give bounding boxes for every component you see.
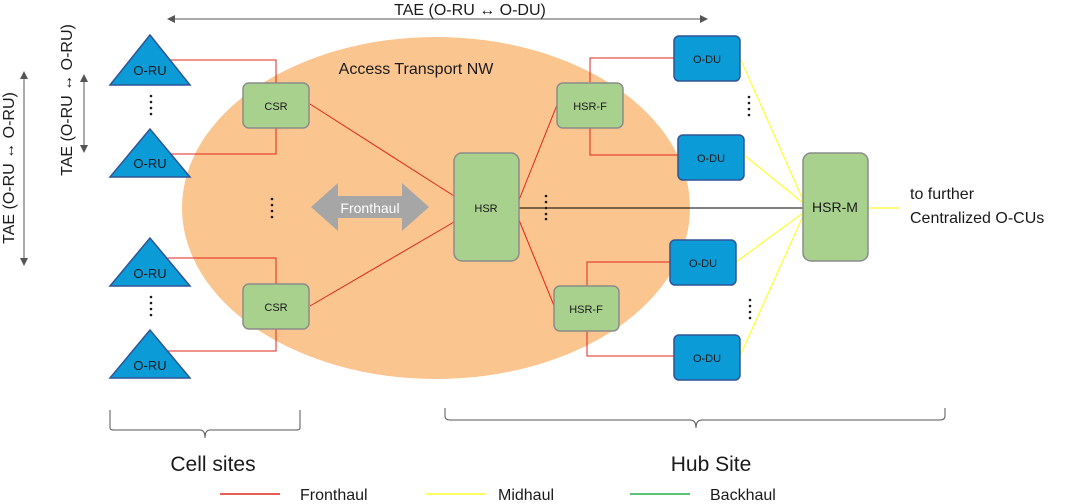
oru-label: O-RU (133, 358, 166, 373)
hsr-f-label: HSR-F (569, 304, 603, 316)
oru-label: O-RU (133, 63, 166, 78)
further-line1: to further (910, 186, 975, 203)
odu-label: O-DU (693, 54, 721, 66)
fronthaul-arrow-label: Fronthaul (340, 200, 399, 216)
oru-label: O-RU (133, 266, 166, 281)
cell-sites-bracket (109, 410, 301, 439)
left-tae-inner-label: TAE (O-RU ↔ O-RU) (59, 24, 76, 176)
access-transport-label: Access Transport NW (339, 61, 495, 78)
left-tae-outer-label: TAE (O-RU ↔ O-RU) (1, 92, 18, 244)
oru-3: O-RU (108, 236, 192, 287)
ellipsis-dots (149, 94, 752, 320)
csr-bottom: CSR (242, 283, 310, 330)
hsr-label: HSR (474, 203, 497, 215)
odu-3: O-DU (669, 239, 737, 286)
hsr-m-router: HSR-M (802, 152, 869, 262)
hsr-f-label: HSR-F (573, 101, 607, 113)
midhaul-links (735, 57, 900, 357)
csr-label: CSR (264, 101, 287, 113)
legend-backhaul-label: Backhaul (710, 487, 776, 504)
further-line2: Centralized O-CUs (910, 210, 1044, 227)
odu-label: O-DU (697, 153, 725, 165)
hsr-m-label: HSR-M (812, 199, 858, 215)
hsr-f-bottom: HSR-F (553, 285, 620, 332)
fronthaul-double-arrow (311, 183, 429, 231)
csr-label: CSR (264, 302, 287, 314)
oru-4: O-RU (108, 328, 192, 379)
cell-sites-label: Cell sites (170, 453, 255, 476)
legend: Fronthaul Midhaul Backhaul (220, 487, 776, 504)
fronthaul-links (150, 57, 678, 357)
csr-top: CSR (242, 82, 310, 129)
odu-2: O-DU (677, 134, 745, 181)
oru-label: O-RU (133, 156, 166, 171)
top-tae-label: TAE (O-RU ↔ O-DU) (394, 2, 546, 19)
oru-2: O-RU (108, 127, 192, 178)
legend-fronthaul-label: Fronthaul (300, 487, 368, 504)
hsr-f-top: HSR-F (556, 82, 624, 129)
legend-midhaul-label: Midhaul (498, 487, 554, 504)
oru-1: O-RU (108, 33, 192, 86)
hsr-router: HSR (453, 152, 520, 262)
hub-site-bracket (444, 408, 946, 429)
odu-4: O-DU (673, 334, 741, 381)
hub-site-label: Hub Site (671, 453, 752, 476)
odu-1: O-DU (673, 35, 741, 82)
odu-label: O-DU (693, 353, 721, 365)
odu-label: O-DU (689, 258, 717, 270)
